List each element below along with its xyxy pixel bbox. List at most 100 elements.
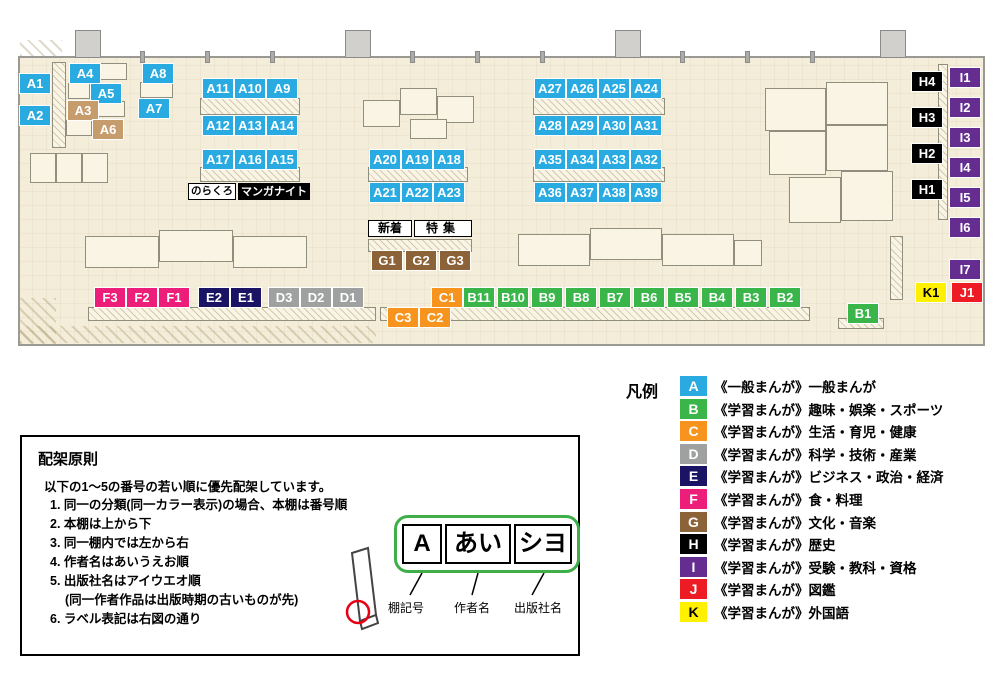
legend-row-g: G 《学習まんが》文化・音楽 (680, 511, 994, 532)
shelf-label-a21: A21 (370, 183, 400, 202)
shelf (85, 236, 159, 268)
spine-caption-shelf-code: 棚記号 (388, 601, 425, 615)
shelf-label-h3: H3 (912, 108, 942, 127)
shelf-label-f3: F3 (95, 288, 125, 307)
shelf-label-a6: A6 (93, 120, 123, 139)
shelf-label-h1: H1 (912, 180, 942, 199)
legend-row-c: C《学習まんが》生活・育児・健康 (680, 421, 994, 442)
shelf-label-b1: B1 (848, 304, 878, 323)
shelf-label-a18: A18 (434, 150, 464, 169)
principles-intro: 以下の1〜5の番号の若い順に優先配架しています。 (44, 480, 332, 494)
spine-shelf-code-box: A (402, 524, 442, 564)
shelf-label-a14: A14 (267, 116, 297, 135)
legend-rows: A 《一般まんが》一般まんが B 《学習まんが》趣味・娯楽・スポーツ C《学習まんが… (622, 372, 994, 622)
shelf-label-c2: C2 (420, 308, 450, 327)
shelf-label-a39: A39 (631, 183, 661, 202)
shelf-label-a27: A27 (535, 79, 565, 98)
shelf-label-a35: A35 (535, 150, 565, 169)
shelf-label-a22: A22 (402, 183, 432, 202)
shelf-label-a23: A23 (434, 183, 464, 202)
shelf (590, 228, 662, 260)
shelf-label-a38: A38 (599, 183, 629, 202)
shelf-label-j1: J1 (952, 283, 982, 302)
shelf-label-b2: B2 (770, 288, 800, 307)
shelf-label-a37: A37 (567, 183, 597, 202)
shelf-label-a32: A32 (631, 150, 661, 169)
legend-key-g: G (680, 511, 707, 532)
shelf-label-a1: A1 (20, 74, 50, 93)
shelf-label-a28: A28 (535, 116, 565, 135)
legend-row-b: B 《学習まんが》趣味・娯楽・スポーツ (680, 398, 994, 419)
legend-key-i: I (680, 556, 707, 577)
shelf-label-a36: A36 (535, 183, 565, 202)
shelf-label-g3: G3 (440, 251, 470, 270)
shelf-label-b3: B3 (736, 288, 766, 307)
shelf (400, 88, 437, 115)
floor-hatch-band (20, 326, 376, 343)
legend-label-h: 《学習まんが》歴史 (714, 538, 836, 554)
wall-tick (270, 51, 275, 63)
legend-row-h: H《学習まんが》歴史 (680, 534, 994, 555)
legend-key-k: K (680, 601, 707, 622)
shelf-label-b4: B4 (702, 288, 732, 307)
book-spine-icon (345, 546, 380, 631)
shelf (410, 119, 447, 139)
wall (18, 344, 985, 346)
spine-label-diagram: A あい シヨ (394, 515, 580, 573)
legend-row-a: A 《一般まんが》一般まんが (680, 376, 994, 396)
shelf-label-a29: A29 (567, 116, 597, 135)
shelf-label-a4: A4 (70, 64, 100, 83)
legend-label-g: 《学習まんが》文化・音楽 (714, 515, 876, 531)
shelf-label-a7: A7 (139, 99, 169, 118)
shelf-label-i4: I4 (950, 158, 980, 177)
shelf-label-i3: I3 (950, 128, 980, 147)
legend-key-b: B (680, 398, 707, 419)
spine-caption-author: 作者名 (454, 601, 491, 615)
legend-key-f: F (680, 488, 707, 509)
legend-label-a: 《一般まんが》一般まんが (714, 380, 876, 395)
legend-label-j: 《学習まんが》図鑑 (714, 583, 836, 599)
shelf-label-i7: I7 (950, 260, 980, 279)
shelf (68, 83, 90, 99)
shelf-label-a10: A10 (235, 79, 265, 98)
principles-item-6: 6. ラベル表記は右図の通り (50, 612, 202, 626)
shelf-label-k1: K1 (916, 283, 946, 302)
floor-hatch-band (20, 40, 62, 56)
legend-label-k: 《学習まんが》外国語 (714, 605, 849, 621)
wall (18, 56, 20, 346)
legend-key-a: A (680, 376, 707, 396)
shelf-label-a31: A31 (631, 116, 661, 135)
shelf-label-b6: B6 (634, 288, 664, 307)
note-feature: 特集 (414, 220, 472, 237)
shelf-label-h2: H2 (912, 144, 942, 163)
shelf-label-a24: A24 (631, 79, 661, 98)
shelf-label-e2: E2 (199, 288, 229, 307)
wall-tick (140, 51, 145, 63)
shelf (380, 307, 810, 321)
shelf (82, 153, 108, 183)
legend-label-b: 《学習まんが》趣味・娯楽・スポーツ (714, 402, 944, 418)
legend-label-f: 《学習まんが》食・料理 (714, 492, 863, 508)
shelf (88, 307, 376, 321)
legend-row-e: E《学習まんが》ビジネス・政治・経済 (680, 466, 994, 487)
legend-row-k: K 《学習まんが》外国語 (680, 601, 994, 622)
legend-row-j: J《学習まんが》図鑑 (680, 579, 994, 600)
shelf-label-d1: D1 (333, 288, 363, 307)
wall-tick (810, 51, 815, 63)
shelf-label-b5: B5 (668, 288, 698, 307)
pillar (345, 30, 371, 58)
legend-key-d: D (680, 443, 707, 464)
legend-row-i: I《学習まんが》受験・教科・資格 (680, 556, 994, 577)
shelf-label-b9: B9 (532, 288, 562, 307)
note-new-arrivals: 新着 (368, 220, 412, 237)
wall-tick (205, 51, 210, 63)
spine-publisher-box: シヨ (514, 524, 572, 564)
wall (983, 56, 985, 346)
legend-key-e: E (680, 466, 707, 487)
note-manga-night: マンガナイト (238, 183, 310, 200)
shelf-label-g1: G1 (372, 251, 402, 270)
shelf-label-a3: A3 (68, 101, 98, 120)
floor-hatch-band (20, 298, 56, 344)
legend-row-f: F 《学習まんが》食・料理 (680, 488, 994, 509)
shelf-label-a12: A12 (203, 116, 233, 135)
